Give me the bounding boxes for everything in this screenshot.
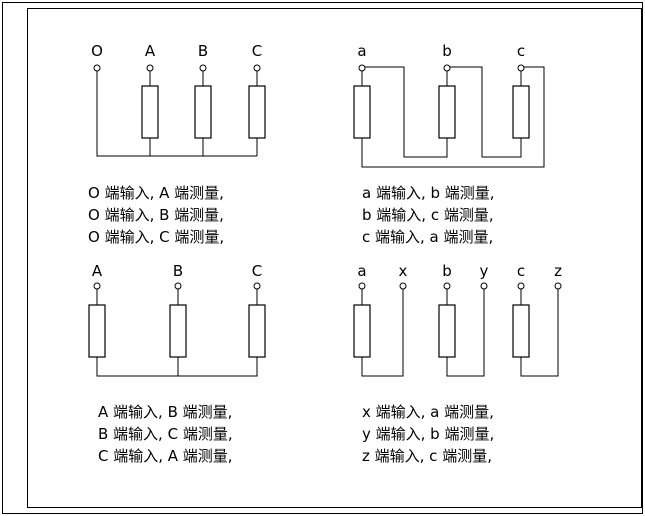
terminal-label-y: y [480, 262, 489, 280]
terminal-circle [199, 64, 207, 72]
terminal-circle [480, 282, 488, 290]
inner-frame [27, 8, 642, 508]
terminal-label-c: C [252, 42, 262, 60]
instruction-line: b 端输入, c 端测量, [362, 206, 494, 224]
terminal-circle [174, 282, 182, 290]
winding-resistor [353, 85, 371, 139]
winding-resistor [141, 85, 159, 139]
instruction-line: O 端输入, C 端测量, [88, 228, 224, 246]
wire [96, 71, 257, 157]
terminal-circle [253, 64, 261, 72]
terminal-circle [443, 282, 451, 290]
instruction-line: C 端输入, A 端测量, [98, 447, 233, 465]
instruction-line: O 端输入, B 端测量, [88, 206, 224, 224]
winding-resistor [512, 85, 530, 139]
terminal-circle [443, 64, 451, 72]
terminal-circle [554, 282, 562, 290]
terminal-circle [358, 282, 366, 290]
winding-resistor [194, 85, 212, 139]
winding-resistor [248, 85, 266, 139]
terminal-label-c: c [517, 42, 525, 60]
terminal-circle [399, 282, 407, 290]
wire [362, 66, 448, 158]
instruction-line: y 端输入, b 端测量, [362, 425, 494, 443]
instruction-line: z 端输入, c 端测量, [362, 447, 492, 465]
terminal-circle [146, 64, 154, 72]
winding-resistor [248, 304, 266, 358]
instruction-line: x 端输入, a 端测量, [362, 403, 494, 421]
winding-resistor [88, 304, 106, 358]
terminal-circle [517, 64, 525, 72]
instruction-line: B 端输入, C 端测量, [98, 425, 233, 443]
terminal-label-a: A [92, 262, 103, 280]
wire [447, 66, 522, 158]
panel-open-windings: a x b y c z x 端输入, a 端测量, y 端输入, b 端测量, … [353, 262, 562, 465]
wire [446, 289, 485, 377]
panel-delta: a b c a 端输入, b 端测量, b 端输入, c 端测量, c 端输入,… [353, 42, 545, 246]
winding-resistor [438, 304, 456, 358]
terminal-label-a: A [145, 42, 156, 60]
terminal-label-x: x [399, 262, 408, 280]
wire [96, 289, 258, 377]
terminal-circle [358, 64, 366, 72]
winding-resistor [438, 85, 456, 139]
terminal-label-a: a [357, 262, 366, 280]
terminal-label-o: O [91, 42, 103, 60]
instruction-line: A 端输入, B 端测量, [98, 403, 232, 421]
winding-resistor [169, 304, 187, 358]
terminal-label-b: B [198, 42, 208, 60]
wire [520, 289, 559, 377]
terminal-label-z: z [554, 262, 562, 280]
winding-resistor [512, 304, 530, 358]
terminal-circle [517, 282, 525, 290]
terminal-circle [253, 282, 261, 290]
panel-star: A B C A 端输入, B 端测量, B 端输入, C 端测量, C 端输入,… [88, 262, 266, 465]
terminal-label-c: c [517, 262, 525, 280]
instruction-line: c 端输入, a 端测量, [362, 228, 493, 246]
terminal-label-b: b [442, 262, 452, 280]
terminal-circle [93, 282, 101, 290]
terminal-label-b: B [173, 262, 183, 280]
terminal-label-b: b [442, 42, 452, 60]
winding-resistor [353, 304, 371, 358]
terminal-label-c: C [252, 262, 262, 280]
terminal-label-a: a [357, 42, 366, 60]
wire [361, 66, 545, 168]
instruction-line: a 端输入, b 端测量, [362, 184, 495, 202]
terminal-circle [93, 64, 101, 72]
wire [361, 289, 404, 377]
panel-star-neutral: O A B C O 端输入, A 端测量, O 端输入, B 端测量, O 端输… [88, 42, 266, 246]
instruction-line: O 端输入, A 端测量, [88, 184, 224, 202]
